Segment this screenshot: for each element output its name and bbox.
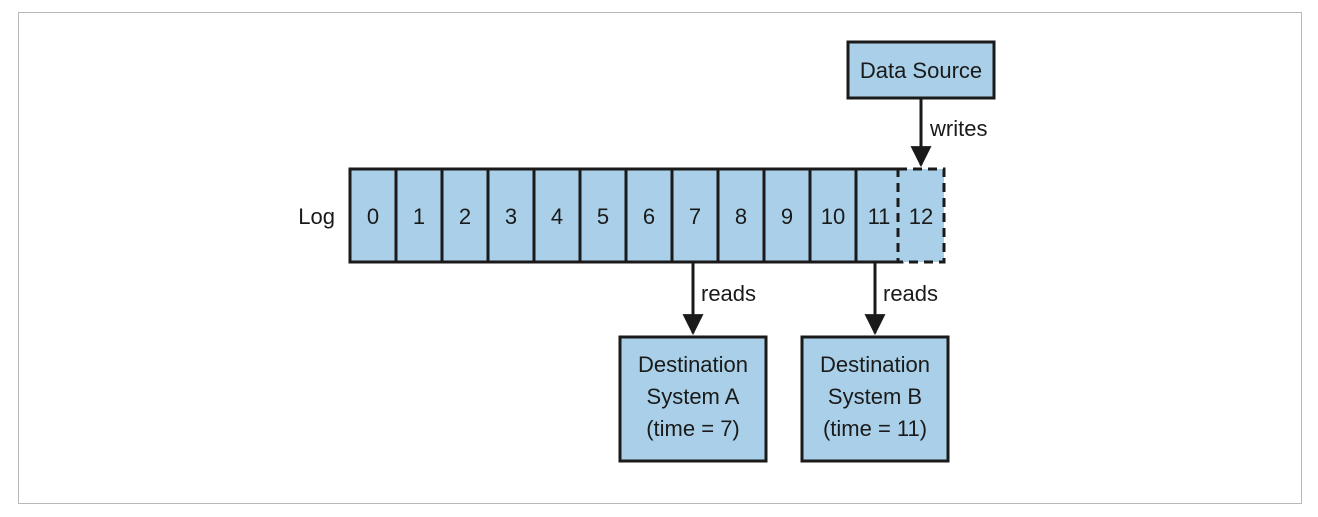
destination-b-line-3: (time = 11) (823, 416, 927, 441)
log-cell-11: 11 (854, 167, 904, 264)
log-cell-7: 7 (670, 167, 720, 264)
log-cell-3: 3 (486, 167, 536, 264)
log-cell-box (348, 167, 398, 264)
log-cell-10: 10 (808, 167, 858, 264)
log-cell-label: 0 (367, 204, 379, 229)
log-cell-9: 9 (762, 167, 812, 264)
log-cells: 0 1 2 3 4 5 6 7 8 9 10 11 (348, 167, 904, 264)
log-cell-label: 11 (868, 204, 891, 229)
reads-b-label: reads (883, 281, 938, 306)
log-cell-label: 6 (643, 204, 655, 229)
log-cell-box (808, 167, 858, 264)
log-cell-label: 8 (735, 204, 747, 229)
log-cell-label: 10 (821, 204, 845, 229)
log-cell-2: 2 (440, 167, 490, 264)
log-cell-label: 4 (551, 204, 563, 229)
destination-a-line-2: System A (647, 384, 740, 409)
log-cell-pending: 12 (896, 167, 946, 264)
log-cell-box (670, 167, 720, 264)
reads-a-label: reads (701, 281, 756, 306)
log-cell-box (854, 167, 904, 264)
log-label: Log (298, 204, 335, 229)
log-cell-1: 1 (394, 167, 444, 264)
log-cell-box (716, 167, 766, 264)
destination-b-node: Destination System B (time = 11) (800, 335, 950, 463)
log-cell-box (624, 167, 674, 264)
log-cell-label: 2 (459, 204, 471, 229)
data-source-label: Data Source (860, 58, 982, 83)
log-cell-5: 5 (578, 167, 628, 264)
log-cell-box (486, 167, 536, 264)
destination-b-line-2: System B (828, 384, 922, 409)
destination-b-box (800, 335, 950, 463)
log-cell-label: 9 (781, 204, 793, 229)
destination-b-line-1: Destination (820, 352, 930, 377)
destination-a-line-1: Destination (638, 352, 748, 377)
destination-a-line-3: (time = 7) (646, 416, 740, 441)
log-cell-box (578, 167, 628, 264)
log-cell-label: 7 (689, 204, 701, 229)
log-cell-4: 4 (532, 167, 582, 264)
data-source-box (846, 40, 996, 100)
log-cell-label: 1 (413, 204, 425, 229)
destination-a-box (618, 335, 768, 463)
log-cell-8: 8 (716, 167, 766, 264)
writes-label: writes (929, 116, 987, 141)
log-cell-0: 0 (348, 167, 398, 264)
log-cell-pending-label: 12 (909, 204, 933, 229)
data-source-node: Data Source (846, 40, 996, 100)
log-cell-label: 5 (597, 204, 609, 229)
log-cell-pending-box (896, 167, 946, 264)
log-cell-box (394, 167, 444, 264)
log-cell-6: 6 (624, 167, 674, 264)
destination-a-node: Destination System A (time = 7) (618, 335, 768, 463)
log-cell-label: 3 (505, 204, 517, 229)
